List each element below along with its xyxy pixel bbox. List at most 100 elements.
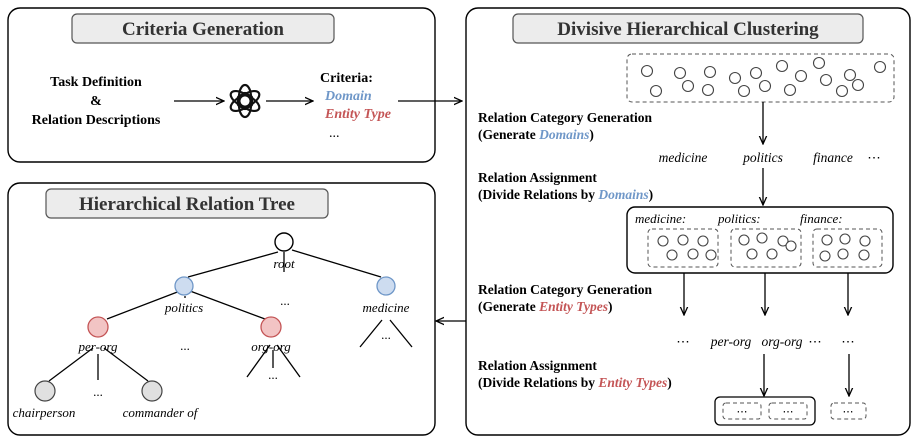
group-label-politics: politics:: [717, 211, 761, 226]
criteria-header: [71, 13, 335, 44]
group-relation-dot: [858, 249, 870, 261]
group-relation-dot: [785, 240, 797, 252]
group-relation-dot: [756, 232, 768, 244]
domain-groups-box: medicine: politics: finance:: [626, 206, 894, 274]
tree-node-chairperson: [34, 380, 56, 402]
clustering-panel: Divisive Hierarchical Clustering Relatio…: [465, 7, 911, 436]
leaf-cluster-1-label: ⋯: [737, 406, 748, 418]
leaf-cluster-2-label: ⋯: [783, 406, 794, 418]
domain-more: ⋯: [867, 150, 881, 165]
cluster-relation-dot: [749, 66, 763, 80]
cluster-relation-dot: [794, 69, 808, 83]
leaf-cluster-3-label: ⋯: [843, 406, 854, 418]
leaf-cluster-3: [830, 402, 867, 420]
group-relation-dot: [657, 235, 669, 247]
medicine-cluster: [647, 228, 719, 268]
tree-node-org-org: [260, 316, 282, 338]
group-relation-dot: [777, 235, 789, 247]
group-relation-dot: [738, 234, 750, 246]
tree-label-commander-of: commander of: [123, 405, 200, 420]
entity-more-left: ⋯: [676, 334, 690, 349]
group-relation-dot: [766, 248, 778, 260]
group-relation-dot: [677, 234, 689, 246]
group-relation-dot: [859, 235, 871, 247]
ampersand-label: &: [90, 94, 102, 109]
entity-per-org: per-org: [710, 334, 752, 349]
step4-subtitle: (Divide Relations by Entity Types): [478, 375, 672, 390]
tree-org-org-more: ...: [268, 367, 278, 382]
group-relation-dot: [837, 248, 849, 260]
tree-root-more: ...: [280, 293, 290, 308]
entity-org-org: org-org: [761, 334, 802, 349]
cluster-relation-dot: [819, 73, 833, 87]
group-relation-dot: [746, 248, 758, 260]
finance-cluster: [812, 228, 883, 268]
tree-label-org-org: org-org: [251, 339, 291, 354]
step1-subtitle: (Generate Domains): [478, 127, 594, 142]
clustering-title: Divisive Hierarchical Clustering: [557, 19, 819, 40]
tree-label-per-org: per-org: [78, 339, 118, 354]
step4-title: Relation Assignment: [478, 358, 597, 373]
tree-label-medicine: medicine: [363, 300, 410, 315]
openai-logo-icon: [229, 83, 261, 119]
tree-node-root: [274, 232, 294, 252]
step2-title: Relation Assignment: [478, 170, 597, 185]
tree-title: Hierarchical Relation Tree: [79, 194, 295, 215]
tree-per-org-more: ...: [93, 384, 103, 399]
step3-subtitle: (Generate Entity Types): [478, 299, 612, 314]
tree-node-per-org: [87, 316, 109, 338]
criteria-title: Criteria Generation: [122, 19, 284, 40]
group-relation-dot: [839, 233, 851, 245]
tree-politics-more: ...: [180, 338, 190, 353]
criteria-domain-label: Domain: [324, 89, 372, 104]
criteria-more-label: ...: [329, 126, 340, 141]
group-relation-dot: [821, 234, 833, 246]
relation-tree-panel: Hierarchical Relation Tree root: [7, 182, 436, 436]
cluster-relation-dot: [812, 56, 826, 70]
cluster-relation-dot: [835, 84, 849, 98]
tree-label-politics: politics: [164, 300, 203, 315]
group-relation-dot: [705, 249, 717, 261]
cluster-relation-dot: [758, 79, 772, 93]
cluster-relation-dot: [640, 64, 654, 78]
tree-node-medicine: [376, 276, 396, 296]
leaf-cluster-2: [768, 402, 808, 420]
group-label-medicine: medicine:: [635, 211, 686, 226]
group-relation-dot: [666, 249, 678, 261]
criteria-output-label: Criteria:: [320, 71, 373, 86]
domain-politics: politics: [742, 150, 783, 165]
cluster-relation-dot: [843, 68, 857, 82]
tree-medicine-more: ...: [381, 327, 391, 342]
tree-node-politics: [174, 276, 194, 296]
group-relation-dot: [697, 235, 709, 247]
group-label-finance: finance:: [800, 211, 843, 226]
all-relations-cluster: [626, 53, 895, 103]
cluster-relation-dot: [851, 78, 865, 92]
criteria-generation-panel: Criteria Generation Task Definition & Re…: [7, 7, 436, 163]
leaf-group-box: [714, 396, 816, 426]
group-relation-dot: [687, 248, 699, 260]
entity-more-mid: ⋯: [808, 334, 822, 349]
leaf-cluster-1: [722, 402, 762, 420]
step3-title: Relation Category Generation: [478, 282, 652, 297]
tree-header: [45, 188, 329, 219]
criteria-entity-type-label: Entity Type: [324, 107, 391, 122]
cluster-relation-dot: [783, 83, 797, 97]
task-definition-label: Task Definition: [50, 75, 142, 90]
cluster-relation-dot: [703, 65, 717, 79]
cluster-relation-dot: [673, 66, 687, 80]
cluster-relation-dot: [701, 83, 715, 97]
domain-medicine: medicine: [659, 150, 708, 165]
politics-cluster: [730, 228, 802, 268]
cluster-relation-dot: [681, 79, 695, 93]
tree-edges: [48, 249, 413, 382]
cluster-relation-dot: [873, 60, 887, 74]
step1-title: Relation Category Generation: [478, 110, 652, 125]
cluster-relation-dot: [737, 84, 751, 98]
cluster-relation-dot: [728, 71, 742, 85]
group-relation-dot: [819, 250, 831, 262]
clustering-header: [512, 13, 864, 44]
domain-finance: finance: [813, 150, 853, 165]
cluster-relation-dot: [649, 84, 663, 98]
